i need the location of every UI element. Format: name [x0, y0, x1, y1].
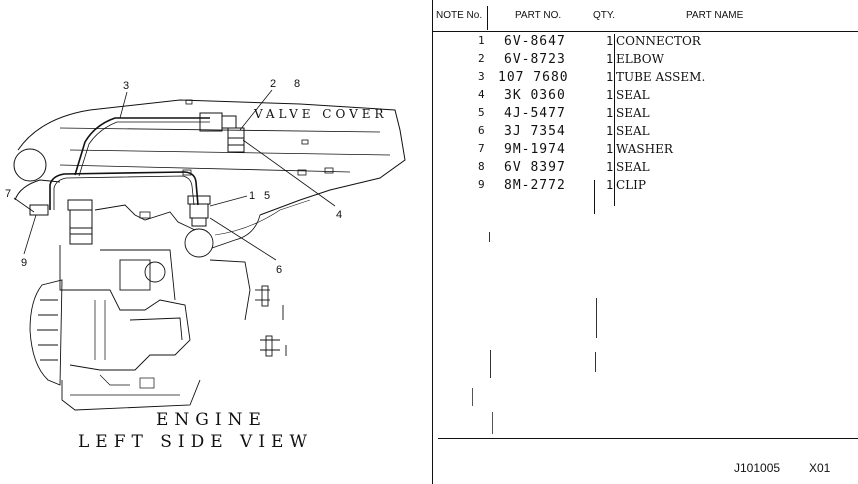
note-no: 2 [478, 52, 485, 65]
part-name: ELBOW [616, 52, 664, 66]
part-no: 6V-8647 [504, 34, 566, 49]
page-divider [432, 0, 433, 484]
crankshaft-pulley [29, 279, 201, 411]
callout-2: 2 [270, 78, 276, 90]
tube-assembly-lower [49, 171, 199, 210]
part-name: CLIP [616, 178, 646, 192]
part-name: CONNECTOR [616, 34, 701, 48]
table-row: 3 107 7680 1 TUBE ASSEM. [436, 70, 856, 88]
header-rule [433, 31, 858, 32]
header-part-no: PART NO. [515, 10, 562, 21]
scan-mark [596, 298, 597, 338]
callout-9: 9 [21, 257, 27, 269]
engine-left-side-diagram: 3 2 8 4 1 5 6 7 9 VALVE COVER ENGINE LEF… [5, 78, 406, 452]
part-no: 3J 7354 [504, 124, 566, 139]
part-no: 9M-1974 [504, 142, 566, 157]
engine-outline [17, 99, 406, 216]
header-qty: QTY. [593, 10, 616, 21]
qty: 1 [606, 106, 614, 120]
caption-engine: ENGINE [156, 410, 267, 430]
callout-7: 7 [5, 188, 11, 200]
callout-1: 1 [249, 190, 255, 202]
partno-col-rule [594, 180, 595, 214]
part-name: SEAL [616, 88, 650, 102]
scan-mark [489, 232, 490, 242]
injection-pump-body [59, 204, 287, 371]
page-code: X01 [809, 461, 831, 475]
engine-block-right [211, 214, 261, 249]
scan-mark [472, 388, 473, 406]
callout-3: 3 [123, 80, 129, 92]
table-row: 6 3J 7354 1 SEAL [436, 124, 856, 142]
part-name: SEAL [616, 160, 650, 174]
table-row: 4 3K 0360 1 SEAL [436, 88, 856, 106]
part-no: 6V-8723 [504, 52, 566, 67]
callout-5: 5 [264, 190, 270, 202]
header-note-no: NOTE No. [436, 10, 483, 21]
qty: 1 [606, 178, 614, 192]
valve-cover-label: VALVE COVER [253, 107, 388, 121]
part-no: 6V 8397 [504, 160, 566, 175]
header-part-name: PART NAME [686, 10, 744, 21]
scan-mark [490, 350, 491, 378]
callout-8: 8 [294, 78, 300, 90]
qty: 1 [606, 52, 614, 66]
left-fitting [29, 199, 93, 245]
engine-block-top [59, 127, 391, 173]
caption-left-side-view: LEFT SIDE VIEW [78, 432, 313, 452]
part-no: 4J-5477 [504, 106, 566, 121]
qty: 1 [606, 88, 614, 102]
qty: 1 [606, 70, 614, 84]
part-no: 107 7680 [498, 70, 569, 85]
elbow-fitting [199, 112, 245, 153]
callout-6: 6 [276, 264, 282, 276]
header-col-rule [487, 6, 488, 30]
note-no: 9 [478, 178, 485, 191]
note-no: 7 [478, 142, 485, 155]
note-no: 4 [478, 88, 485, 101]
table-row: 1 6V-8647 1 CONNECTOR [436, 34, 856, 52]
part-no: 3K 0360 [504, 88, 566, 103]
qty: 1 [606, 124, 614, 138]
pump-lower-detail [70, 374, 180, 396]
table-row: 5 4J-5477 1 SEAL [436, 106, 856, 124]
note-no: 3 [478, 70, 485, 83]
note-no: 5 [478, 106, 485, 119]
note-no: 8 [478, 160, 485, 173]
part-name: SEAL [616, 124, 650, 138]
note-no: 6 [478, 124, 485, 137]
part-name: SEAL [616, 106, 650, 120]
connector-fitting [187, 195, 211, 227]
callout-4: 4 [336, 209, 342, 221]
part-no: 8M-2772 [504, 178, 566, 193]
tube-assembly-upper [74, 117, 210, 176]
qty-col-rule [614, 34, 615, 206]
qty: 1 [606, 142, 614, 156]
table-row: 2 6V-8723 1 ELBOW [436, 52, 856, 70]
scan-mark [595, 352, 596, 372]
qty: 1 [606, 34, 614, 48]
part-name: TUBE ASSEM. [616, 70, 706, 84]
table-row: 8 6V 8397 1 SEAL [436, 160, 856, 178]
fan-hub-circle [13, 148, 47, 182]
leader-lines [13, 89, 336, 261]
page-id: J101005 [734, 461, 781, 475]
valve-cover-bolts [139, 99, 334, 219]
part-name: WASHER [616, 142, 673, 156]
footer-rule [438, 438, 858, 439]
note-no: 1 [478, 34, 485, 47]
table-row: 7 9M-1974 1 WASHER [436, 142, 856, 160]
scan-mark [492, 412, 493, 434]
table-row: 9 8M-2772 1 CLIP [436, 178, 856, 196]
qty: 1 [606, 160, 614, 174]
